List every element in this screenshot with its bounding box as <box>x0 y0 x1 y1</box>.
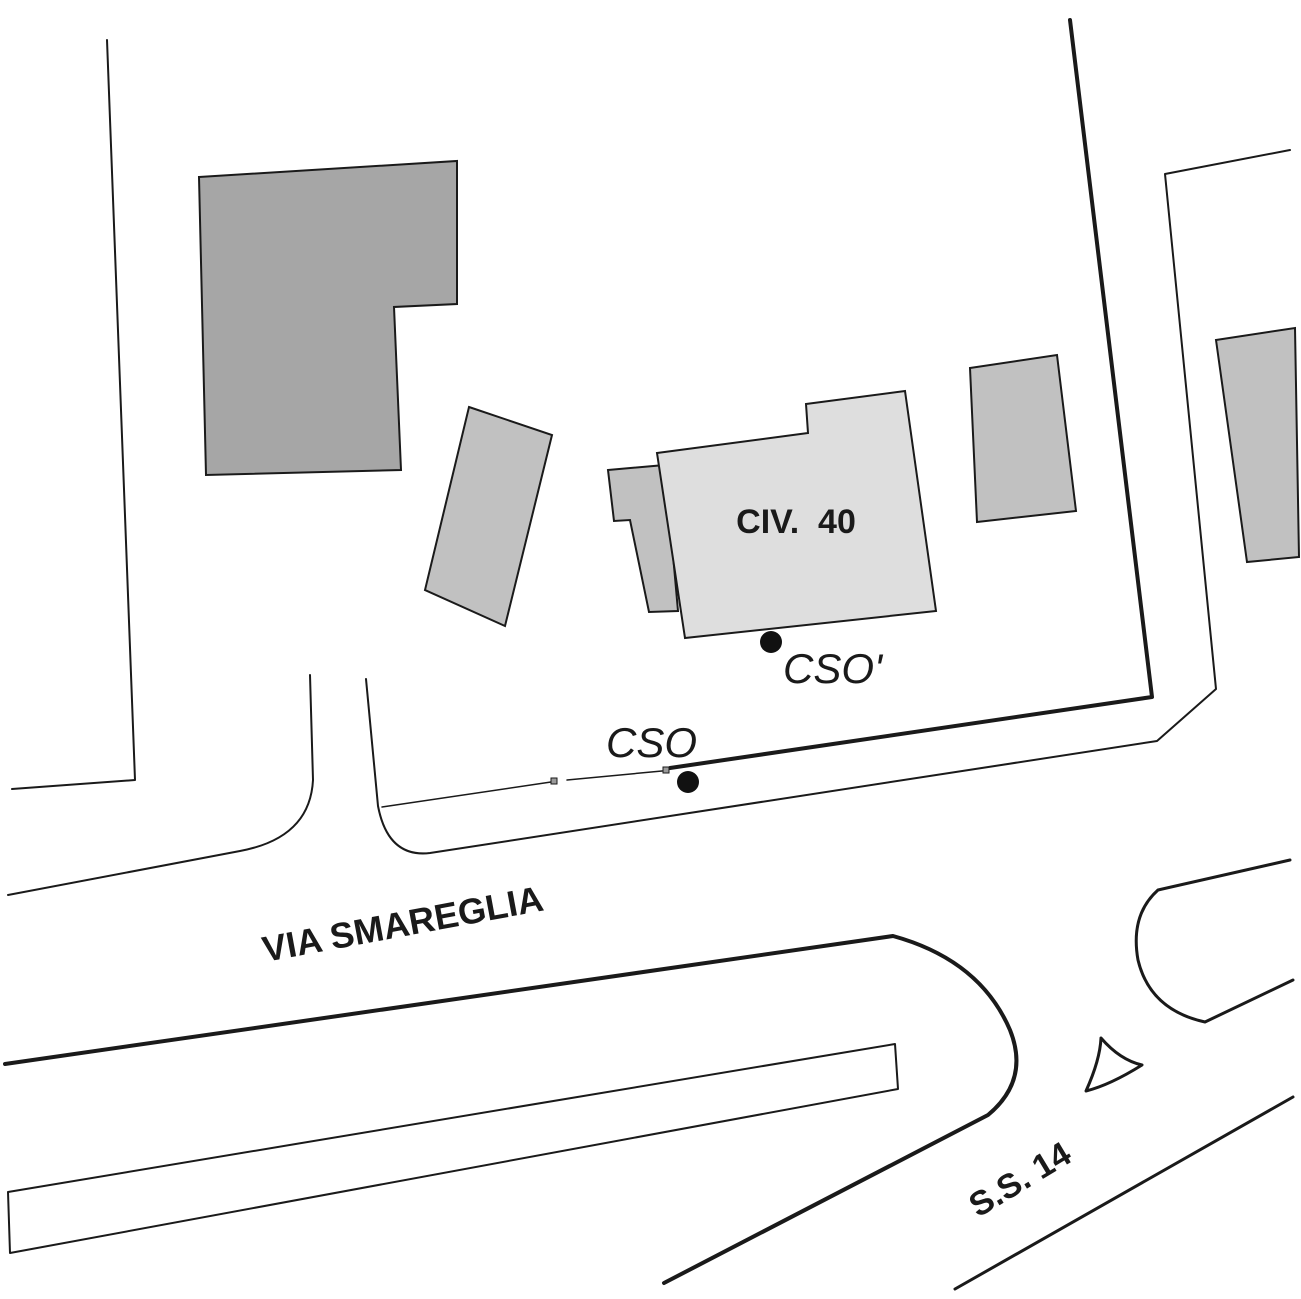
building-far-east <box>1214 326 1301 564</box>
east-curved-island <box>1134 858 1295 1024</box>
traffic-island <box>1084 1036 1144 1093</box>
via-smareglia-south-edge <box>3 934 1019 1285</box>
property-line-thin-2 <box>566 770 663 781</box>
building-east <box>968 353 1078 524</box>
ss14-south-edge <box>953 1095 1295 1291</box>
side-road-east-curb <box>365 149 1291 855</box>
property-marker <box>550 777 558 785</box>
building-label: CIV. 40 <box>736 503 856 541</box>
cso-prime-point <box>760 631 782 653</box>
cso-prime-label: CSO' <box>783 645 884 692</box>
road-lines <box>3 18 1295 1291</box>
cso-label: CSO <box>606 719 697 766</box>
property-line-thin <box>381 781 552 808</box>
property-marker <box>662 766 670 774</box>
west-lot-line <box>11 39 136 790</box>
cso-point <box>677 771 699 793</box>
side-road-west-curb <box>7 674 314 896</box>
property-boundary <box>668 18 1154 770</box>
median-strip <box>7 1043 899 1254</box>
highway-label: S.S. 14 <box>963 1135 1078 1225</box>
building-civ-40 <box>655 389 938 640</box>
street-label: VIA SMAREGLIA <box>259 878 546 970</box>
building-rotated <box>423 405 554 628</box>
building-large-dark <box>197 159 458 477</box>
buildings <box>197 159 1301 640</box>
